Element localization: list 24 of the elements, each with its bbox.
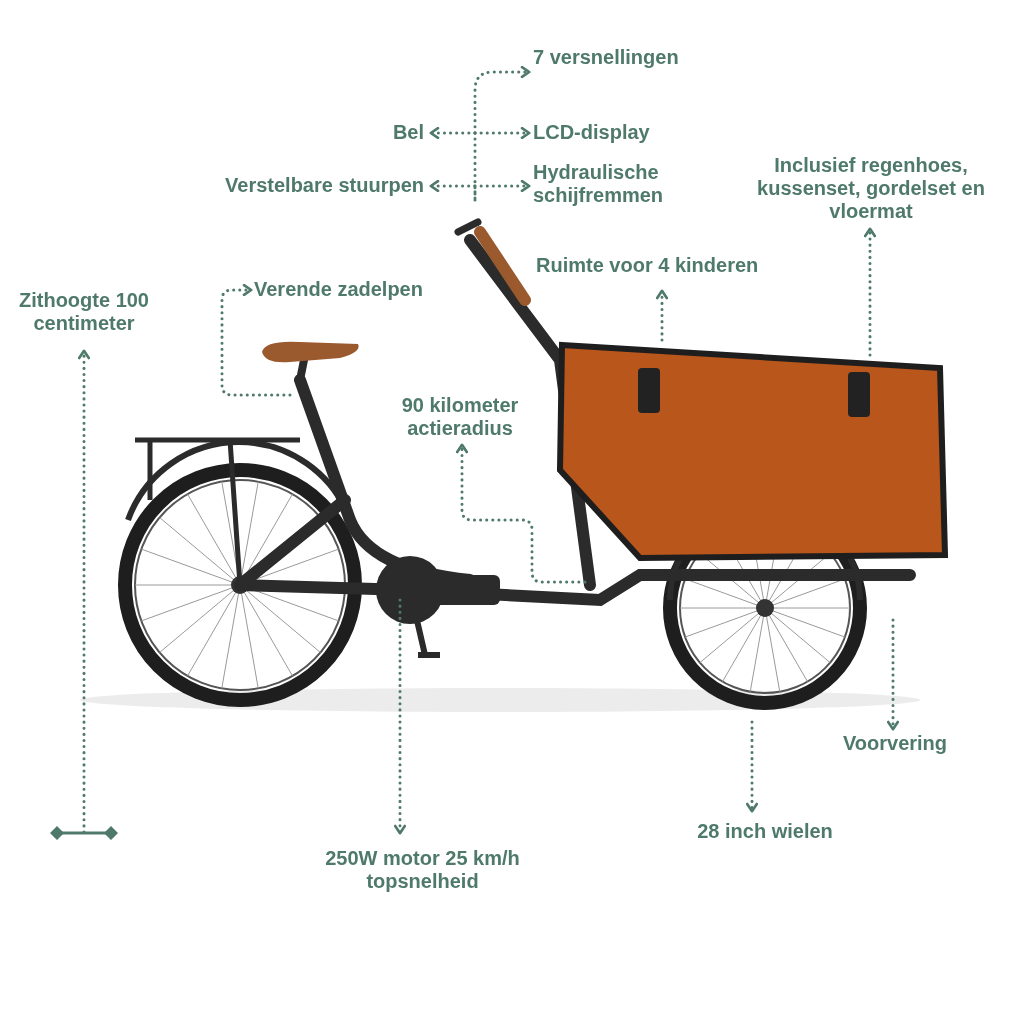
dimension-label: Zithoogte 100 centimeter (18, 289, 150, 335)
callout-text: Hydraulische schijfremmen (533, 161, 693, 207)
leader-line (886, 618, 900, 731)
leader-line (429, 179, 477, 200)
callout-text: 7 versnellingen (533, 46, 693, 69)
callout-text: Verstelbare stuurpen (184, 174, 424, 197)
leader-line (863, 227, 877, 357)
leader-line (655, 289, 669, 342)
callout-text: Bel (382, 121, 424, 144)
callout-text: 90 kilometer actieradius (385, 394, 535, 440)
leader-line (220, 283, 292, 397)
leader-line (745, 720, 759, 813)
leader-line (393, 598, 407, 835)
leader-line (473, 126, 531, 140)
callout-text: LCD-display (533, 121, 683, 144)
leader-line (455, 443, 587, 584)
callout-text: Voorvering (820, 732, 970, 755)
callout-text: Inclusief regenhoes, kussenset, gordelset en vloermat (735, 154, 1007, 223)
callout-text: Verende zadelpen (254, 278, 474, 301)
callout-text: Ruimte voor 4 kinderen (536, 254, 806, 277)
leader-line (473, 179, 531, 193)
callout-text: 28 inch wielen (680, 820, 850, 843)
callout-text: 250W motor 25 km/h topsnelheid (310, 847, 535, 893)
leader-line (473, 65, 531, 202)
